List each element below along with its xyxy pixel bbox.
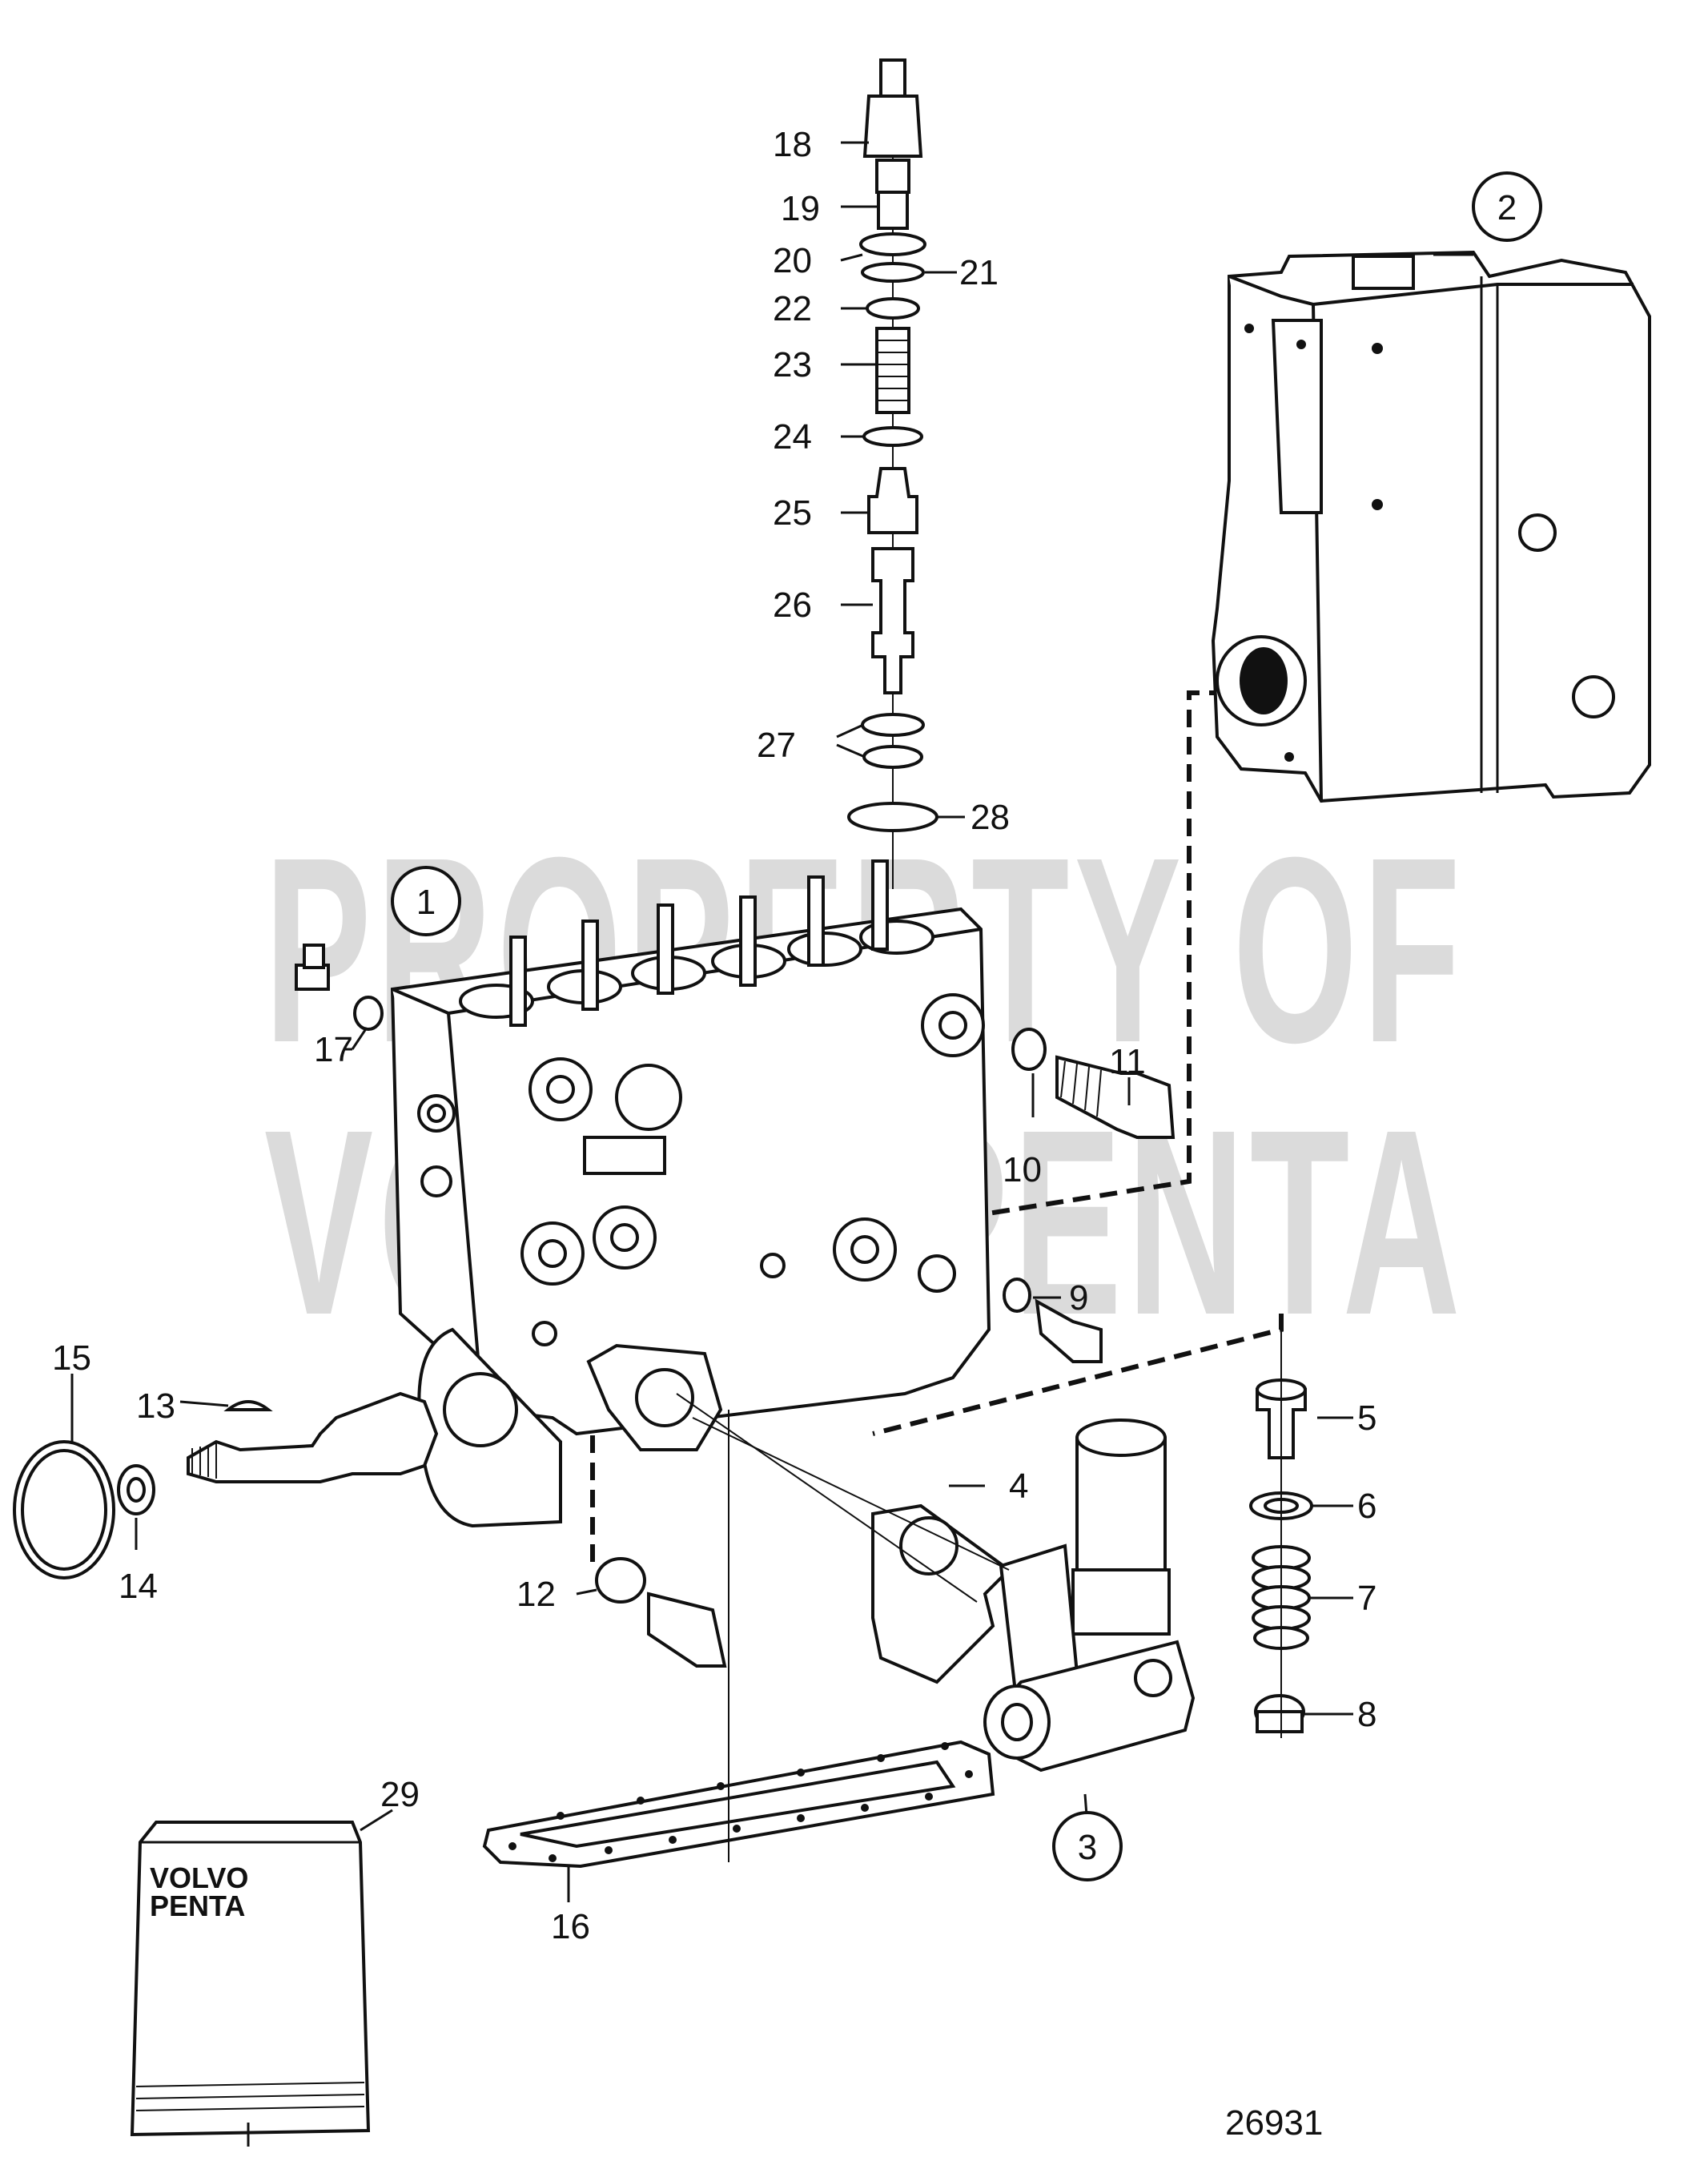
part-label-13: 13: [136, 1386, 175, 1426]
circled-assembly-labels: 1 2 3: [391, 171, 1542, 1881]
part-label-22: 22: [773, 289, 812, 328]
part-label-26: 26: [773, 586, 812, 625]
part-number-labels: 4 5 6 7 8 9 10 11 12 13 14 15 16 17 18 1…: [52, 125, 1376, 1946]
circled-label-1: 1: [416, 883, 436, 922]
part-label-11: 11: [1109, 1042, 1146, 1081]
circle-badge-3: [1052, 1811, 1123, 1881]
part-label-12: 12: [516, 1575, 556, 1614]
drawing-number: 26931: [1225, 2103, 1323, 2143]
part-label-29: 29: [380, 1775, 420, 1814]
part-label-16: 16: [551, 1907, 590, 1946]
part-label-27: 27: [757, 726, 796, 765]
part-label-18: 18: [773, 125, 812, 164]
part-label-4: 4: [1009, 1467, 1028, 1506]
circled-label-2: 2: [1497, 188, 1517, 227]
part-label-17: 17: [314, 1030, 353, 1069]
bottom-cover-gasket: [482, 1410, 995, 1869]
drive-shaft-assembly: [13, 1391, 439, 1580]
part-label-6: 6: [1357, 1487, 1376, 1526]
feed-pump-assembly: [676, 1393, 1196, 1773]
part-label-8: 8: [1357, 1695, 1376, 1734]
part-label-24: 24: [773, 417, 812, 457]
part-label-10: 10: [1003, 1150, 1042, 1189]
part-label-25: 25: [773, 493, 812, 533]
injector-valve-stack: [847, 58, 938, 889]
booklet-brand-volvo: VOLVO: [150, 1861, 248, 1894]
circle-badge-1: [391, 866, 461, 936]
part-label-5: 5: [1357, 1398, 1376, 1438]
part-label-19: 19: [781, 189, 820, 228]
part-label-15: 15: [52, 1338, 91, 1378]
governor-housing: [1211, 250, 1651, 803]
booklet-brand-penta: PENTA: [150, 1889, 245, 1922]
circle-badge-2: [1472, 171, 1542, 242]
part-label-23: 23: [773, 345, 812, 384]
part-label-28: 28: [971, 798, 1010, 837]
part-label-21: 21: [959, 253, 999, 292]
circled-label-3: 3: [1078, 1828, 1097, 1867]
service-booklet: VOLVO PENTA: [130, 1821, 371, 2147]
valve-stack-right: [1249, 1330, 1313, 1738]
part-label-20: 20: [773, 241, 812, 280]
pump-housing: [390, 859, 991, 1528]
part-label-9: 9: [1069, 1278, 1088, 1318]
small-fittings: [295, 944, 1176, 1668]
part-label-7: 7: [1357, 1579, 1376, 1618]
part-label-14: 14: [119, 1567, 158, 1606]
